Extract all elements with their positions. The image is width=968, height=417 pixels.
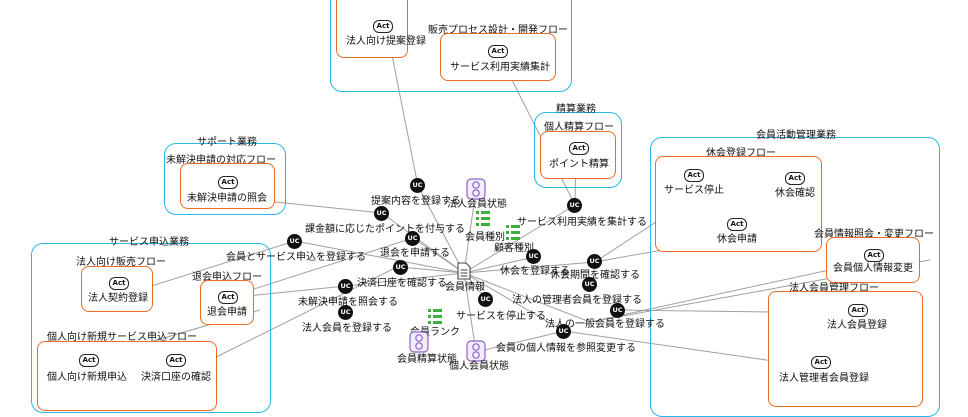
usecase-member-service-register[interactable]: 会員とサービス申込を登録する [226, 252, 366, 263]
act-icon: Act [785, 172, 805, 185]
flow-title-sales-design: 販売プロセス設計・開発フロー [428, 25, 568, 36]
activity-service-stop[interactable]: サービス停止 [664, 185, 724, 196]
uc-icon: UC [405, 231, 420, 246]
act-icon: Act [218, 176, 238, 189]
uc-icon: UC [410, 178, 425, 193]
activity-kyukai-check[interactable]: 休会確認 [775, 188, 815, 199]
uc-icon: UC [478, 292, 493, 307]
flow-title-kyukai: 休会登録フロー [706, 148, 776, 159]
usecase-kessai-check[interactable]: 決済口座を確認する [357, 278, 447, 289]
act-icon: Act [811, 356, 831, 369]
uc-icon: UC [338, 279, 353, 294]
flow-hojin-member [768, 291, 923, 407]
uc-icon: UC [287, 234, 302, 249]
activity-kyukai-shinsei[interactable]: 休会申請 [717, 234, 757, 245]
activity-kessai-check[interactable]: 決済口座の確認 [141, 372, 211, 383]
state-entity-icon [409, 331, 429, 353]
list-entity-icon [506, 225, 520, 240]
state-entity-icon [466, 178, 486, 200]
usecase-hojin-general-register[interactable]: 法人の一般会員を登録する [545, 319, 665, 330]
usecase-service-stop[interactable]: サービスを停止する [456, 311, 546, 322]
flow-title-support: 未解決申請の対応フロー [166, 155, 276, 166]
entity-personal-state[interactable]: 個人会員状態 [449, 361, 509, 372]
activity-hojin-keiyaku[interactable]: 法人契約登録 [88, 293, 148, 304]
uc-icon: UC [338, 305, 353, 320]
uc-icon: UC [393, 260, 408, 275]
group-title-seisan: 精算業務 [556, 104, 596, 115]
group-support [164, 143, 286, 215]
activity-personal-new[interactable]: 個人向け新規申込 [47, 372, 127, 383]
usecase-personal-info-change[interactable]: 会員の個人情報を参照変更する [496, 343, 636, 354]
group-title-member-activity: 会員活動管理業務 [756, 130, 836, 141]
usecase-taikai-apply[interactable]: 退会を申請する [380, 248, 450, 259]
activity-taikai-shinsei[interactable]: 退会申請 [207, 307, 247, 318]
activity-member-info-change[interactable]: 会員個人情報変更 [833, 263, 913, 274]
diagram-canvas: 販売プロセス設計・開発フロー Act 法人向け提案登録 Act サービス利用実績… [31, 0, 940, 417]
group-seisan [534, 112, 622, 188]
group-title-support: サポート業務 [197, 137, 257, 148]
usecase-hojin-admin-register[interactable]: 法人の管理者会員を登録する [512, 295, 642, 306]
uc-icon: UC [610, 303, 625, 318]
flow-title-hojin-sales: 法人向け販売フロー [76, 257, 166, 268]
list-entity-icon [428, 309, 442, 324]
flow-title-hojin-member: 法人会員管理フロー [789, 283, 879, 294]
act-icon: Act [684, 169, 704, 182]
uc-icon: UC [587, 254, 602, 269]
state-entity-icon [466, 340, 486, 362]
entity-member-type[interactable]: 会員種別 [465, 232, 505, 243]
activity-unresolved[interactable]: 未解決申請の照会 [187, 193, 267, 204]
act-icon: Act [79, 354, 99, 367]
flow-title-taikai: 退会申込フロー [192, 272, 262, 283]
usecase-kyukai-register[interactable]: 休会を登録する [500, 266, 570, 277]
usecase-point-grant[interactable]: 課金額に応じたポイントを付与する [305, 224, 465, 235]
document-entity-icon [457, 262, 471, 280]
uc-icon: UC [374, 206, 389, 221]
act-icon: Act [569, 142, 589, 155]
entity-hojin-state[interactable]: 法人会員状態 [447, 199, 507, 210]
usecase-unresolved-query[interactable]: 未解決申請を照会する [298, 297, 398, 308]
act-icon: Act [166, 354, 186, 367]
uc-icon: UC [567, 198, 582, 213]
act-icon: Act [864, 249, 884, 262]
activity-hojin-member-reg[interactable]: 法人会員登録 [827, 320, 887, 331]
list-entity-icon [476, 211, 490, 226]
act-icon: Act [218, 291, 238, 304]
group-title-service-apply: サービス申込業務 [109, 237, 189, 248]
act-icon: Act [488, 45, 508, 58]
act-icon: Act [109, 277, 129, 290]
entity-customer-type[interactable]: 顧客種別 [494, 243, 534, 254]
activity-hojin-admin-reg[interactable]: 法人管理者会員登録 [779, 373, 869, 384]
usecase-teian-register[interactable]: 提案内容を登録する [371, 196, 461, 207]
act-icon: Act [727, 218, 747, 231]
uc-icon: UC [526, 249, 541, 264]
flow-title-seisan: 個人精算フロー [544, 122, 614, 133]
flow-point-seisan [540, 131, 616, 179]
act-icon: Act [373, 20, 393, 33]
entity-member-rank[interactable]: 会員ランク [410, 327, 460, 338]
entity-seisan-state[interactable]: 会員精算状態 [397, 354, 457, 365]
act-icon: Act [848, 304, 868, 317]
flow-top-left [336, 0, 408, 58]
flow-title-member-info: 会員情報照会・変更フロー [814, 229, 934, 240]
activity-hojin-teian[interactable]: 法人向け提案登録 [346, 36, 426, 47]
activity-point-seisan[interactable]: ポイント精算 [549, 159, 609, 170]
entity-member-info[interactable]: 会員情報 [445, 282, 485, 293]
activity-service-jisseki[interactable]: サービス利用実績集計 [450, 62, 550, 73]
flow-title-personal-new: 個人向け新規サービス申込フロー [47, 332, 197, 343]
flow-personal-new [37, 341, 217, 411]
usecase-service-jisseki[interactable]: サービス利用実績を集計する [517, 217, 647, 228]
uc-icon: UC [556, 324, 571, 339]
group-sales-design [330, 0, 572, 92]
usecase-hojin-member-register[interactable]: 法人会員を登録する [302, 323, 392, 334]
uc-icon: UC [582, 277, 597, 292]
usecase-kyukai-period[interactable]: 休会期間を確認する [550, 270, 640, 281]
